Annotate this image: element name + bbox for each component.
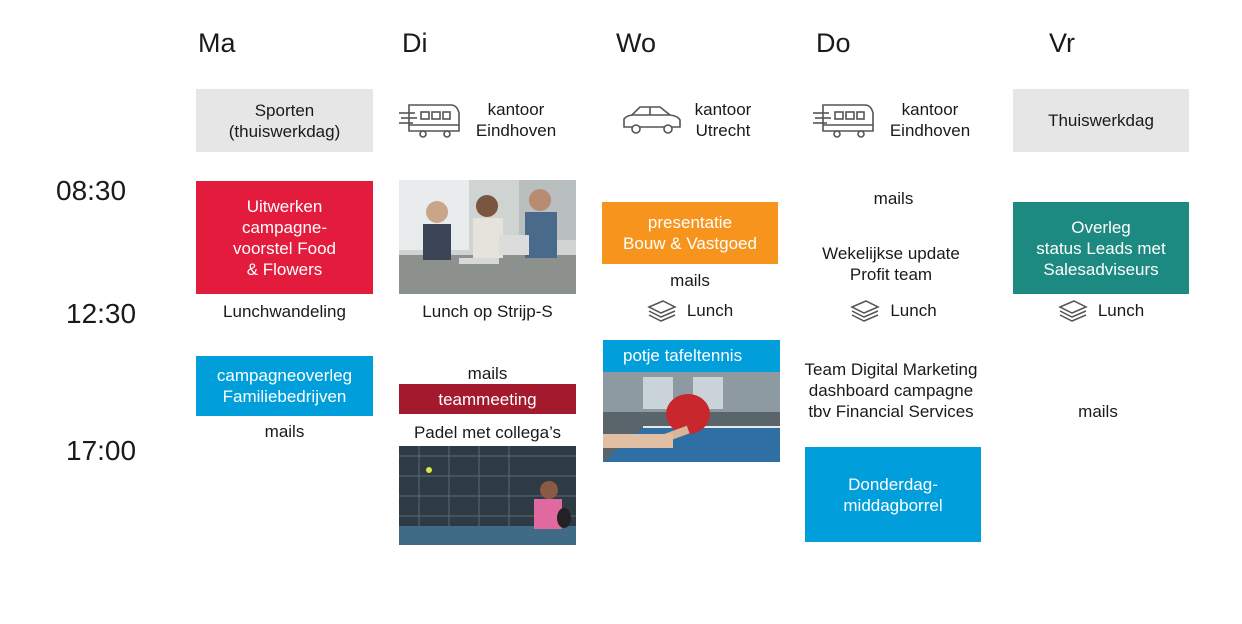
tuesday-top: kantoor Eindhoven bbox=[399, 92, 576, 148]
train-icon bbox=[399, 101, 461, 139]
tuesday-block-teammeeting: teammeeting bbox=[399, 384, 576, 414]
meeting-photo bbox=[399, 180, 576, 294]
monday-block-campaign-label: Uitwerken campagne- voorstel Food & Flow… bbox=[233, 196, 336, 279]
padel-photo bbox=[399, 446, 576, 545]
day-header-tuesday: Di bbox=[402, 28, 428, 58]
day-header-friday: Vr bbox=[1049, 28, 1075, 58]
monday-top-label: Sporten (thuiswerkdag) bbox=[228, 100, 341, 141]
wednesday-lunch-label: Lunch bbox=[686, 301, 734, 320]
wednesday-block-presentation: presentatie Bouw & Vastgoed bbox=[602, 202, 778, 264]
sandwich-icon bbox=[1058, 299, 1088, 323]
wednesday-block-presentation-label: presentatie Bouw & Vastgoed bbox=[623, 213, 757, 253]
tuesday-block-teammeeting-label: teammeeting bbox=[438, 389, 537, 409]
tuesday-padel: Padel met collega’s bbox=[413, 423, 562, 442]
monday-mails: mails bbox=[264, 422, 305, 441]
monday-block-meeting: campagneoverleg Familiebedrijven bbox=[196, 356, 373, 416]
friday-lunch: Lunch bbox=[1013, 298, 1189, 324]
tuesday-top-label: kantoor Eindhoven bbox=[475, 100, 557, 140]
friday-top-label: Thuiswerkdag bbox=[1048, 111, 1154, 130]
thursday-mails: mails bbox=[873, 189, 914, 208]
monday-lunch: Lunchwandeling bbox=[223, 302, 346, 321]
wednesday-lunch: Lunch bbox=[602, 298, 778, 324]
monday-block-meeting-label: campagneoverleg Familiebedrijven bbox=[216, 366, 353, 406]
wednesday-top-label: kantoor Utrecht bbox=[694, 100, 752, 140]
tuesday-lunch: Lunch op Strijp-S bbox=[422, 302, 553, 321]
friday-top-box: Thuiswerkdag bbox=[1013, 89, 1189, 152]
time-1230: 12:30 bbox=[66, 298, 137, 329]
day-header-thursday: Do bbox=[816, 28, 851, 58]
wednesday-mails: mails bbox=[670, 271, 710, 290]
thursday-lunch-label: Lunch bbox=[890, 301, 937, 320]
thursday-top: kantoor Eindhoven bbox=[813, 92, 983, 148]
friday-block-overleg: Overleg status Leads met Salesadviseurs bbox=[1013, 202, 1189, 294]
thursday-lunch: Lunch bbox=[805, 298, 982, 324]
table-tennis-photo bbox=[603, 372, 780, 462]
thursday-block-borrel: Donderdag- middagborrel bbox=[805, 447, 981, 542]
friday-mails: mails bbox=[1078, 402, 1118, 421]
day-header-monday: Ma bbox=[198, 28, 236, 58]
time-0830: 08:30 bbox=[56, 175, 127, 206]
friday-block-overleg-label: Overleg status Leads met Salesadviseurs bbox=[1036, 217, 1166, 279]
thursday-team: Team Digital Marketing dashboard campagn… bbox=[804, 360, 978, 421]
thursday-block-borrel-label: Donderdag- middagborrel bbox=[843, 474, 943, 515]
sandwich-icon bbox=[647, 299, 677, 323]
car-icon bbox=[620, 103, 682, 137]
monday-top-box: Sporten (thuiswerkdag) bbox=[196, 89, 373, 152]
tuesday-mails: mails bbox=[467, 364, 508, 383]
wednesday-top: kantoor Utrecht bbox=[620, 92, 780, 148]
wednesday-block-tabletennis-label: potje tafeltennis bbox=[623, 346, 743, 365]
train-icon bbox=[813, 101, 875, 139]
day-header-wednesday: Wo bbox=[616, 28, 657, 58]
friday-lunch-label: Lunch bbox=[1097, 301, 1145, 320]
thursday-top-label: kantoor Eindhoven bbox=[889, 100, 971, 140]
wednesday-block-tabletennis: potje tafeltennis bbox=[603, 340, 780, 372]
thursday-update: Wekelijkse update Profit team bbox=[822, 244, 960, 284]
time-1700: 17:00 bbox=[66, 435, 137, 466]
sandwich-icon bbox=[850, 299, 881, 323]
monday-block-campaign: Uitwerken campagne- voorstel Food & Flow… bbox=[196, 181, 373, 294]
